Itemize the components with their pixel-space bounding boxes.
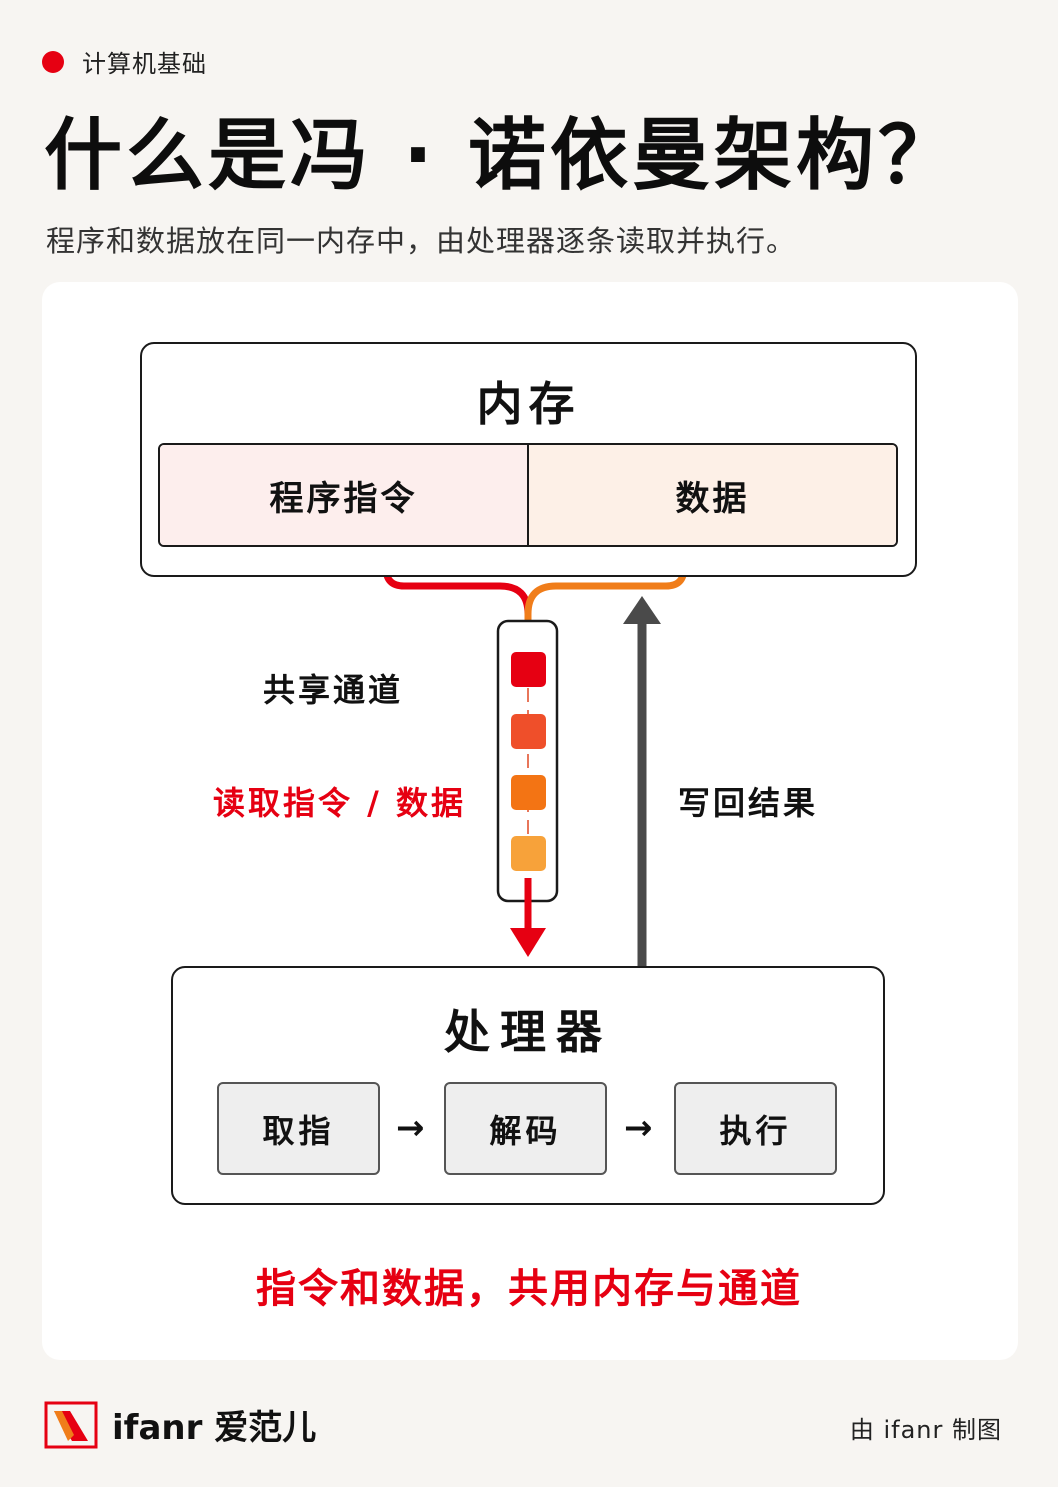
ifanr-logo-icon bbox=[44, 1401, 98, 1448]
data-cell: 数据 bbox=[529, 445, 896, 545]
stage-fetch: 取指 bbox=[217, 1082, 380, 1175]
brand-name: ifanr 爱范儿 bbox=[112, 1408, 317, 1448]
read-label: 读取指令 / 数据 bbox=[213, 784, 466, 822]
category-label: 计算机基础 bbox=[82, 50, 207, 78]
shared-channel-label: 共享通道 bbox=[263, 671, 404, 709]
page-subtitle: 程序和数据放在同一内存中，由处理器逐条读取并执行。 bbox=[46, 224, 797, 258]
page-title: 什么是冯 · 诺依曼架构？ bbox=[44, 111, 960, 201]
memory-contents: 程序指令 数据 bbox=[158, 443, 898, 547]
footer-logo: ifanr 爱范儿 bbox=[44, 1400, 316, 1449]
footer-credit: 由 ifanr 制图 bbox=[849, 1416, 1002, 1444]
processor-title: 处理器 bbox=[444, 1005, 612, 1059]
category-tag: 计算机基础 bbox=[42, 44, 207, 79]
stage-execute: 执行 bbox=[674, 1082, 837, 1175]
right-arrow-icon: → bbox=[396, 1108, 425, 1148]
red-dot-icon bbox=[42, 50, 64, 73]
program-instructions-cell: 程序指令 bbox=[160, 445, 529, 545]
write-back-label: 写回结果 bbox=[678, 784, 819, 822]
summary-text: 指令和数据，共用内存与通道 bbox=[256, 1266, 802, 1312]
memory-title: 内存 bbox=[476, 377, 581, 431]
stage-decode: 解码 bbox=[444, 1082, 607, 1175]
right-arrow-icon: → bbox=[624, 1108, 653, 1148]
